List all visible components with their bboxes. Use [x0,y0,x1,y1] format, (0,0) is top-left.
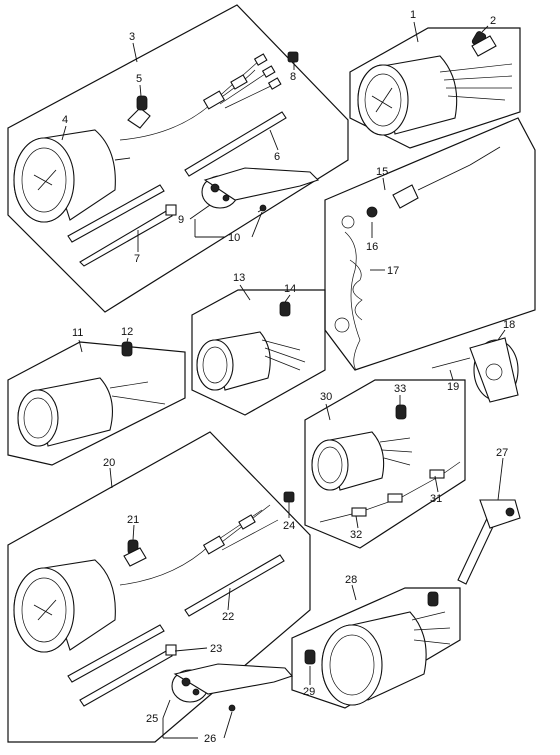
callout-1: 1 [410,9,416,21]
callout-5: 5 [136,73,142,85]
callout-24: 24 [283,520,295,532]
harness-31-32 [319,461,461,523]
tie-7 [79,204,177,267]
group-3-panel [7,4,349,313]
callout-10: 10 [228,232,240,244]
lever-9 [201,167,320,213]
callout-21: 21 [127,514,139,526]
lanyard-17 [334,215,363,371]
callout-2: 2 [490,15,496,27]
harness-8 [119,51,299,141]
group-28-panel [291,587,461,709]
gauge-11 [17,341,166,447]
callouts: 3 5 4 8 6 9 10 7 1 2 15 16 17 13 14 11 1… [61,9,515,745]
bulb-21 [123,539,147,567]
callout-29: 29 [303,686,315,698]
bulb-5 [127,95,151,129]
callout-7: 7 [134,253,140,265]
callout-8: 8 [290,71,296,83]
tie-23 [79,644,177,707]
gauge-1 [357,55,513,136]
cover-18 [431,337,519,403]
group-30-panel [304,379,466,549]
callout-23: 23 [210,643,222,655]
callout-15: 15 [376,166,388,178]
gauge-13 [196,301,306,391]
callout-9: 9 [178,214,184,226]
callout-11: 11 [72,327,83,339]
tube-6 [67,111,287,243]
group-20-panel [7,431,311,743]
callout-18: 18 [503,319,515,331]
lever-25 [171,663,293,712]
callout-6: 6 [274,151,280,163]
callout-33: 33 [394,383,406,395]
callout-20: 20 [103,457,115,469]
callout-32: 32 [350,529,362,541]
callout-26: 26 [204,733,216,745]
callout-16: 16 [366,241,378,253]
sender-27 [457,499,521,585]
group-11-panel [7,341,186,466]
callout-27: 27 [496,447,508,459]
callout-19: 19 [447,381,459,393]
callout-30: 30 [320,391,332,403]
switch-15 [366,146,501,218]
tube-22 [67,554,285,683]
callout-25: 25 [146,713,158,725]
callout-17: 17 [387,265,399,277]
bulb-2 [471,31,497,57]
callout-3: 3 [129,31,135,43]
gauge-30 [311,404,413,491]
gauge-4 [13,129,131,223]
harness-24 [119,491,295,586]
group-13-panel [191,289,326,416]
callout-28: 28 [345,574,357,586]
callout-13: 13 [233,272,245,284]
gauge-28 [304,591,451,706]
gauge-20 [13,559,116,653]
group-1-panel [349,27,521,149]
callout-22: 22 [222,611,234,623]
callout-12: 12 [121,326,133,338]
callout-14: 14 [284,283,296,295]
callout-31: 31 [430,493,442,505]
callout-4: 4 [62,114,68,126]
